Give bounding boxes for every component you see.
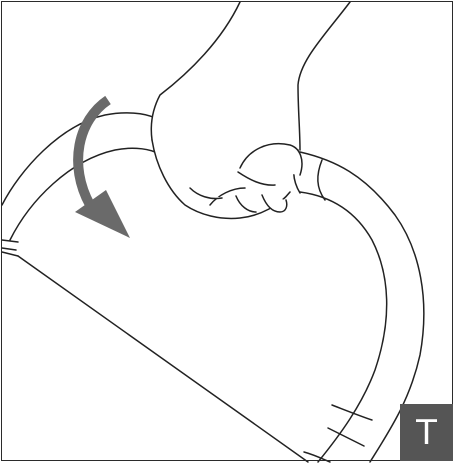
curved-arrow-down-icon bbox=[75, 100, 130, 238]
hand-grip-icon bbox=[151, 2, 350, 218]
stroller-frame-lines bbox=[2, 252, 308, 462]
step-badge-label: T bbox=[416, 413, 437, 453]
step-badge: T bbox=[400, 404, 453, 461]
